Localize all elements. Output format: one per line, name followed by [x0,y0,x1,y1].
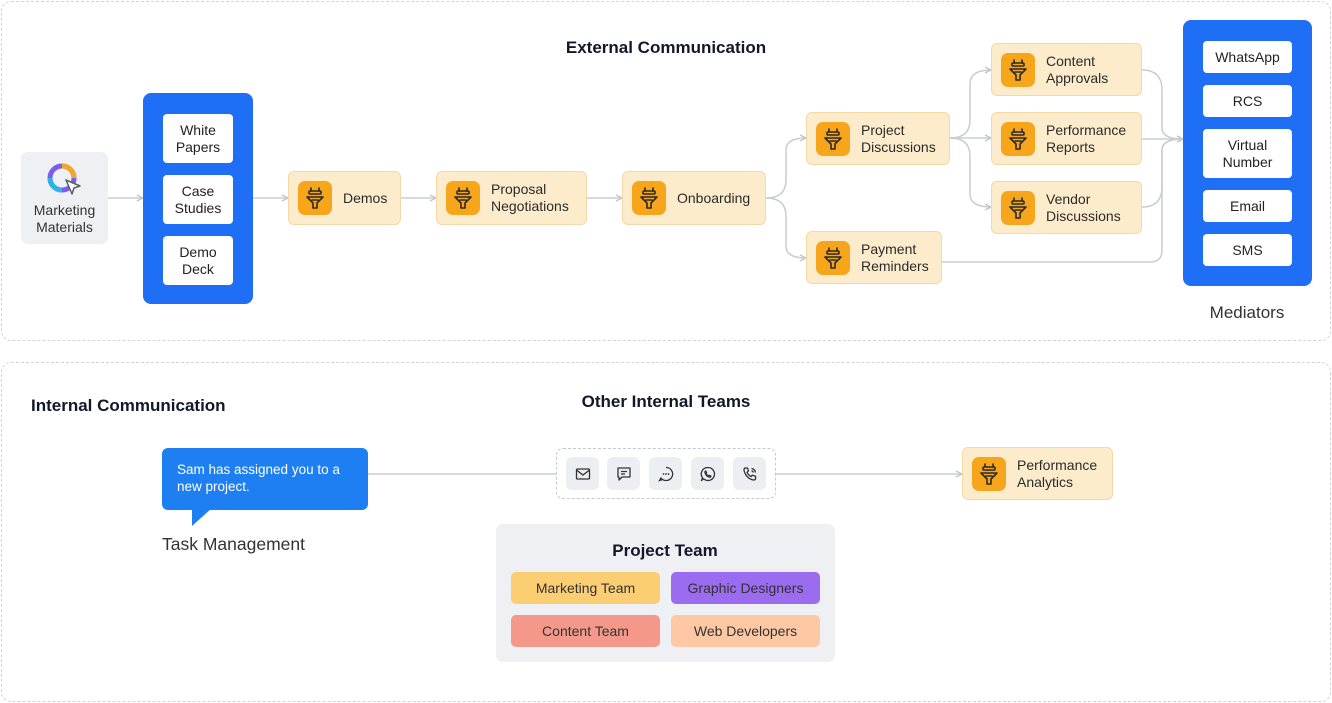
external-communication-title: External Communication [565,38,767,57]
stage-label: Demos [343,189,388,206]
project-team-title: Project Team [612,541,718,560]
chat-icon[interactable] [607,457,640,490]
stage-label: Content Approvals [1046,52,1109,86]
filter-icon [816,240,850,275]
team-web-developers[interactable]: Web Developers [671,615,820,647]
team-marketing[interactable]: Marketing Team [511,572,660,604]
filter-icon [816,121,850,156]
message-bubble-icon[interactable] [649,457,682,490]
marketing-materials-node[interactable]: Marketing Materials [21,152,108,244]
performance-analytics-node[interactable]: Performance Analytics [962,447,1113,500]
filter-icon [1001,52,1035,87]
marketing-materials-label: Marketing Materials [33,202,96,235]
stage-performance-reports[interactable]: Performance Reports [991,112,1142,165]
mediator-sms[interactable]: SMS [1203,234,1292,266]
stage-onboarding[interactable]: Onboarding [622,171,766,225]
stage-content-approvals[interactable]: Content Approvals [991,43,1142,96]
stage-proposal-negotiations[interactable]: Proposal Negotiations [436,171,587,225]
material-demo-deck[interactable]: Demo Deck [163,236,233,285]
stage-label: Payment Reminders [861,240,929,274]
stage-label: Onboarding [677,189,751,206]
filter-icon [446,181,480,215]
mediator-rcs[interactable]: RCS [1203,85,1292,117]
stage-label: Proposal Negotiations [491,181,569,214]
task-notification-text: Sam has assigned you to a new project. [177,462,340,494]
internal-communication-panel [1,362,1331,702]
stage-payment-reminders[interactable]: Payment Reminders [806,231,942,284]
stage-vendor-discussions[interactable]: Vendor Discussions [991,181,1142,234]
internal-communication-title: Internal Communication [31,396,226,415]
mail-icon[interactable] [566,457,599,490]
external-communication-panel [1,1,1331,341]
stage-label: Project Discussions [861,121,936,155]
material-case-studies[interactable]: Case Studies [163,175,233,224]
bubble-tail [192,508,212,526]
team-content[interactable]: Content Team [511,615,660,647]
task-management-label: Task Management [162,534,305,554]
mediator-email[interactable]: Email [1203,190,1292,222]
stage-project-discussions[interactable]: Project Discussions [806,112,950,165]
stage-label: Performance Reports [1046,121,1127,155]
logo-icon [47,163,81,195]
task-notification-bubble[interactable]: Sam has assigned you to a new project. [162,448,368,510]
team-graphic-designers[interactable]: Graphic Designers [671,572,820,604]
mediator-whatsapp[interactable]: WhatsApp [1203,41,1292,73]
performance-analytics-label: Performance Analytics [1017,456,1098,490]
other-internal-teams-title: Other Internal Teams [581,392,751,411]
filter-icon [1001,190,1035,225]
phone-icon[interactable] [733,457,766,490]
filter-icon [1001,121,1035,156]
filter-icon [632,181,666,215]
stage-label: Vendor Discussions [1046,190,1121,224]
material-white-papers[interactable]: White Papers [163,114,233,163]
whatsapp-icon[interactable] [691,457,724,490]
filter-icon [972,456,1006,491]
mediator-virtual-number[interactable]: Virtual Number [1203,129,1292,178]
mediators-label: Mediators [1209,303,1285,322]
stage-demos[interactable]: Demos [288,171,401,225]
channel-group [556,448,776,499]
filter-icon [298,181,332,215]
